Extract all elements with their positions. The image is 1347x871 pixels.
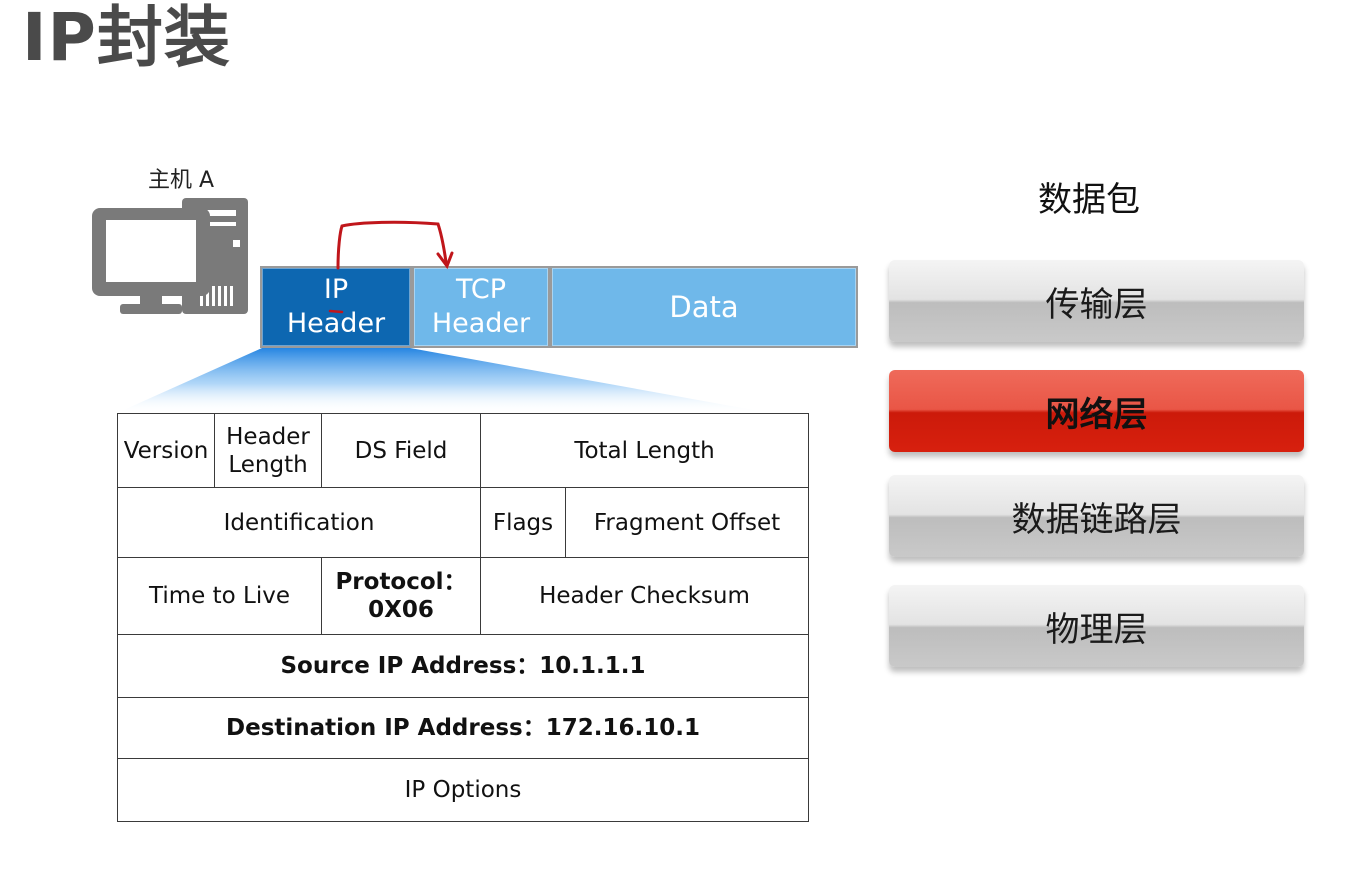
layer-physical[interactable]: 物理层	[889, 585, 1304, 667]
field-flags: Flags	[480, 487, 566, 558]
host-label: 主机 A	[148, 168, 215, 193]
ip-header-segment: IP Header	[260, 266, 412, 348]
table-row: Source IP Address：10.1.1.1	[116, 634, 810, 698]
field-version: Version	[117, 413, 215, 488]
table-row: Identification Flags Fragment Offset	[117, 487, 810, 558]
page-title: IP封装	[22, 0, 231, 76]
layer-network[interactable]: 网络层	[889, 370, 1304, 452]
packet-bar: IP Header TCP Header Data	[260, 266, 858, 348]
field-source-ip: Source IP Address：10.1.1.1	[116, 634, 810, 698]
layer-data-link[interactable]: 数据链路层	[889, 475, 1304, 557]
tcp-header-segment: TCP Header	[412, 266, 550, 348]
table-row: Version Header Length DS Field Total Len…	[117, 413, 810, 488]
layer-stack-title: 数据包	[1038, 180, 1140, 220]
field-protocol: Protocol：0X06	[321, 557, 481, 635]
table-row: Time to Live Protocol：0X06 Header Checks…	[117, 557, 810, 635]
table-row: IP Options	[116, 758, 810, 822]
field-identification: Identification	[117, 487, 481, 558]
field-header-checksum: Header Checksum	[479, 557, 810, 635]
ip-header-table: Version Header Length DS Field Total Len…	[116, 413, 810, 822]
data-segment: Data	[550, 266, 858, 348]
field-header-length: Header Length	[214, 413, 322, 488]
expansion-fan	[117, 348, 770, 413]
field-total-length: Total Length	[479, 413, 810, 488]
computer-icon	[92, 198, 248, 314]
layer-transport[interactable]: 传输层	[889, 260, 1304, 342]
field-fragment-offset: Fragment Offset	[564, 487, 810, 558]
field-ip-options: IP Options	[116, 758, 810, 822]
field-ttl: Time to Live	[117, 557, 322, 635]
table-row: Destination IP Address：172.16.10.1	[116, 697, 810, 759]
annotation-arrow	[336, 220, 448, 270]
field-ds-field: DS Field	[321, 413, 481, 488]
field-destination-ip: Destination IP Address：172.16.10.1	[116, 697, 810, 759]
